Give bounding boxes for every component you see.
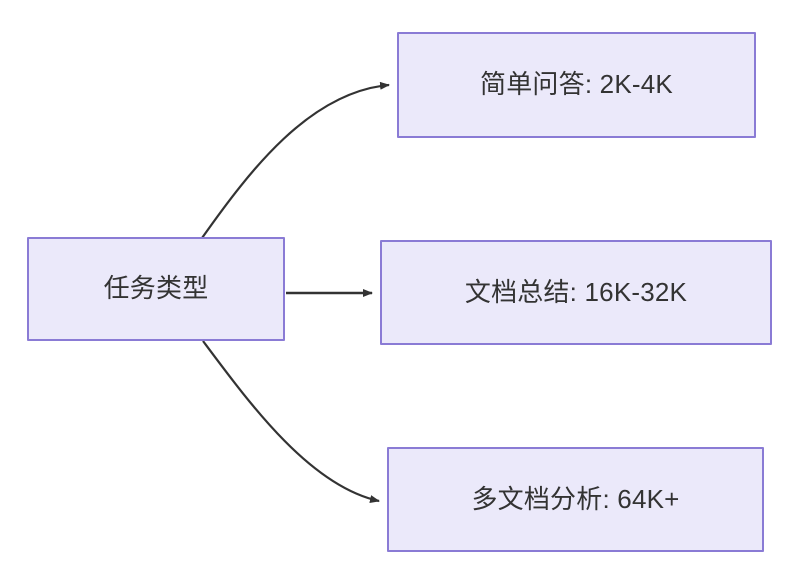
node-document-summary-label: 文档总结: 16K-32K <box>464 276 688 307</box>
node-multi-document-analysis[interactable]: 多文档分析: 64K+ <box>387 447 764 552</box>
edge-root-to-multi-doc <box>202 340 380 503</box>
edge-root-to-simple-qa <box>201 81 390 239</box>
node-task-type[interactable]: 任务类型 <box>27 237 285 341</box>
node-task-type-label: 任务类型 <box>103 273 209 304</box>
node-simple-qa-label: 简单问答: 2K-4K <box>480 69 673 100</box>
node-simple-qa[interactable]: 简单问答: 2K-4K <box>397 32 756 138</box>
node-multi-document-analysis-label: 多文档分析: 64K+ <box>471 483 680 514</box>
node-document-summary[interactable]: 文档总结: 16K-32K <box>380 240 772 345</box>
